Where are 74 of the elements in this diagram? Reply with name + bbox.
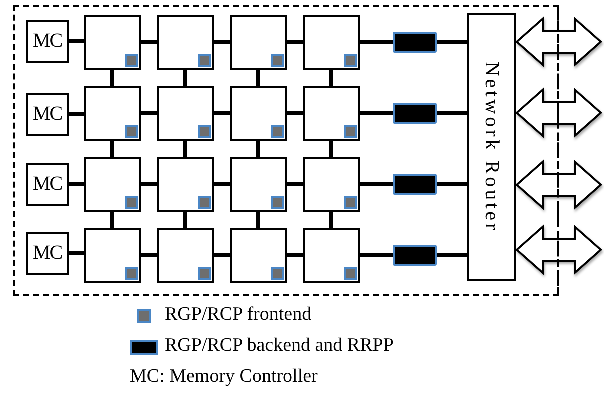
link-line: [360, 40, 393, 44]
link-line: [214, 182, 230, 186]
link-line: [330, 70, 334, 86]
link-line: [287, 112, 303, 116]
node-label: Network Router: [480, 61, 503, 233]
node-label: MC: [32, 103, 62, 126]
tile-box: [230, 15, 287, 70]
double-block-arrow: [516, 88, 602, 138]
double-block-arrow: [516, 160, 602, 210]
link-line: [287, 40, 303, 44]
link-line: [287, 182, 303, 186]
tile-box: [157, 15, 214, 70]
tile-box: [303, 228, 360, 283]
link-line: [184, 70, 188, 86]
double-block-arrow: [516, 224, 602, 276]
tile-box: [230, 86, 287, 141]
link-line: [69, 40, 84, 44]
tile-box: [230, 157, 287, 212]
note-text: MC: Memory Controller: [130, 366, 318, 388]
link-line: [184, 212, 188, 228]
tile-box: [230, 228, 287, 283]
tile-box: [157, 86, 214, 141]
link-line: [214, 254, 230, 258]
link-line: [360, 182, 393, 186]
controller-box: [26, 232, 69, 275]
controller-box: [26, 20, 69, 63]
tile-box: [303, 157, 360, 212]
link-line: [437, 182, 467, 186]
tile-box: [157, 157, 214, 212]
link-line: [437, 254, 467, 258]
node-label: MC: [32, 242, 62, 265]
link-line: [287, 254, 303, 258]
tile-box: [84, 86, 141, 141]
backend-block: [393, 103, 437, 124]
backend-block: [393, 32, 437, 53]
backend-block: [393, 174, 437, 195]
tile-box: [84, 228, 141, 283]
link-line: [141, 182, 157, 186]
tile-box: [303, 86, 360, 141]
legend-label: RGP/RCP frontend: [165, 304, 312, 326]
link-line: [360, 112, 393, 116]
link-line: [256, 70, 260, 86]
link-line: [110, 70, 114, 86]
legend-label: RGP/RCP backend and RRPP: [165, 335, 394, 357]
controller-box: [26, 93, 69, 136]
link-line: [141, 112, 157, 116]
tile-box: [157, 228, 214, 283]
link-line: [110, 141, 114, 157]
tile-box: [84, 15, 141, 70]
link-line: [141, 254, 157, 258]
link-line: [330, 212, 334, 228]
node-label: MC: [32, 30, 62, 53]
link-line: [69, 182, 84, 186]
double-block-arrow: [516, 16, 602, 68]
link-line: [110, 212, 114, 228]
link-line: [69, 252, 84, 256]
link-line: [360, 254, 393, 258]
tile-box: [303, 15, 360, 70]
link-line: [256, 212, 260, 228]
node-label: MC: [32, 173, 62, 196]
controller-box: [26, 163, 69, 206]
link-line: [437, 112, 467, 116]
tile-box: [84, 157, 141, 212]
backend-block: [393, 245, 437, 266]
router-box: [467, 13, 516, 281]
link-line: [141, 40, 157, 44]
link-line: [330, 141, 334, 157]
link-line: [69, 112, 84, 116]
link-line: [214, 112, 230, 116]
dashed-boundary: [13, 5, 559, 296]
link-line: [214, 40, 230, 44]
link-line: [437, 40, 467, 44]
link-line: [256, 141, 260, 157]
link-line: [184, 141, 188, 157]
